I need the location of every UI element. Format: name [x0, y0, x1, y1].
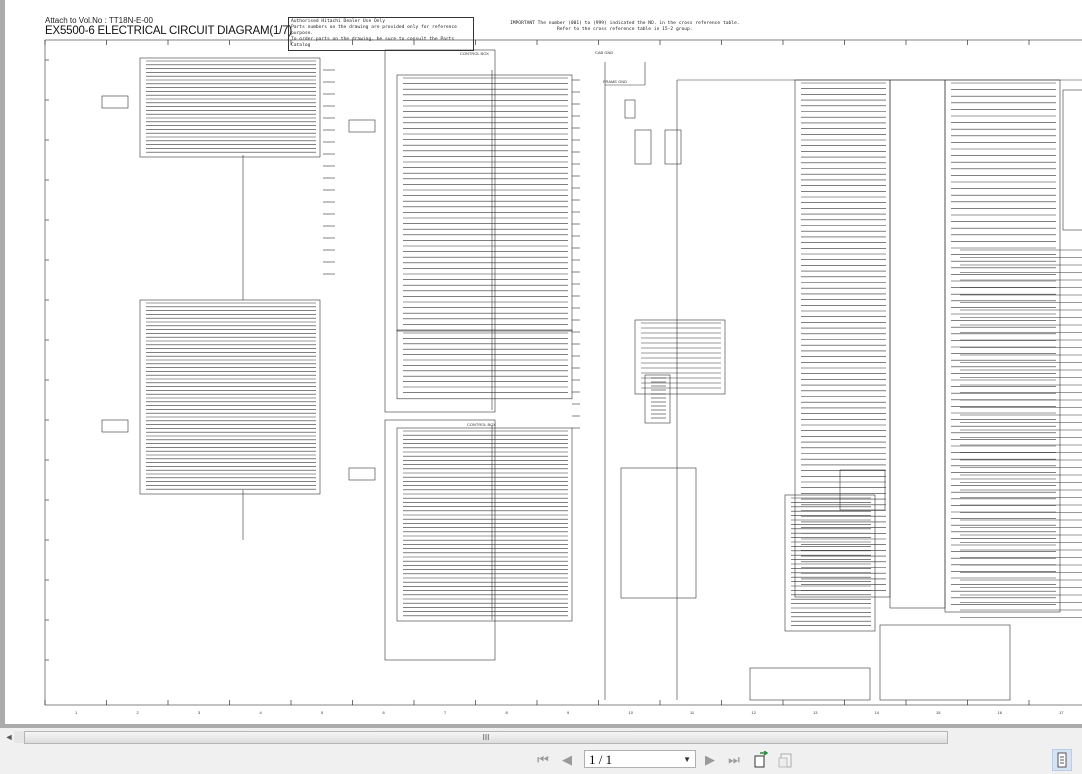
notice-line: To order parts on the drawing, be sure t…	[291, 37, 455, 48]
circuit-schematic: CONTROL BOX CONTROL BOX FRAME GND CAB GN…	[44, 39, 1082, 715]
first-page-button[interactable]: ⏮	[537, 752, 549, 767]
page-number-value: 1 / 1	[589, 752, 613, 767]
column-number: 11	[690, 710, 695, 715]
label-control-box: CONTROL BOX	[460, 51, 489, 56]
fit-width-icon[interactable]	[777, 751, 795, 769]
page-list-icon	[1057, 752, 1067, 768]
drawing-sheet: Attach to Vol.No : TT18N-E-00 EX5500-6 E…	[5, 0, 1082, 724]
scroll-track[interactable]: III	[14, 731, 948, 744]
page-navigation-toolbar: ⏮ ◀ 1 / 1 ▼ ▶ ⏭	[0, 746, 1082, 774]
important-line: Refer to the cross reference table in 15…	[557, 27, 693, 32]
notice-line: Authorised Hitachi Dealer Use Only	[291, 19, 386, 24]
chevron-down-icon: ▼	[683, 755, 691, 764]
important-line: IMPORTANT The number (001) to (999) indi…	[510, 21, 740, 26]
column-number: 12	[752, 710, 757, 715]
column-number: 14	[875, 710, 880, 715]
label-control-box: CONTROL BOX	[467, 422, 496, 427]
label-cab-gnd: CAB GND	[595, 50, 613, 55]
last-page-button[interactable]: ⏭	[728, 752, 740, 767]
column-number: 3	[198, 710, 201, 715]
column-number: 15	[936, 710, 941, 715]
sidebar-toggle-button[interactable]	[1052, 749, 1072, 771]
column-number: 1	[75, 710, 78, 715]
column-number: 16	[998, 710, 1003, 715]
scroll-thumb[interactable]: III	[24, 731, 948, 744]
label-frame-gnd: FRAME GND	[603, 79, 627, 84]
column-number: 4	[260, 710, 263, 715]
column-number: 8	[506, 710, 509, 715]
column-number: 10	[629, 710, 634, 715]
important-note: IMPORTANT The number (001) to (999) indi…	[510, 21, 740, 33]
notice-line: Parts numbers on the drawing are provide…	[291, 25, 457, 36]
column-number: 6	[383, 710, 386, 715]
scroll-left-button[interactable]: ◄	[4, 732, 14, 742]
page-number-select[interactable]: 1 / 1 ▼	[584, 750, 696, 768]
column-number: 7	[444, 710, 447, 715]
column-number: 13	[813, 710, 818, 715]
column-number: 5	[321, 710, 324, 715]
document-viewport[interactable]: Attach to Vol.No : TT18N-E-00 EX5500-6 E…	[0, 0, 1082, 728]
horizontal-scrollbar[interactable]: ◄ III	[0, 728, 1082, 746]
column-number: 2	[137, 710, 140, 715]
attach-reference: Attach to Vol.No : TT18N-E-00	[45, 16, 153, 25]
column-number: 9	[567, 710, 570, 715]
diagram-title: EX5500-6 ELECTRICAL CIRCUIT DIAGRAM(1/7)	[45, 25, 292, 37]
column-number: 17	[1059, 710, 1064, 715]
previous-page-button[interactable]: ◀	[562, 752, 572, 767]
fit-page-icon[interactable]	[752, 751, 770, 769]
next-page-button[interactable]: ▶	[705, 752, 715, 767]
dealer-notice-box: Authorised Hitachi Dealer Use Only Parts…	[288, 17, 474, 51]
